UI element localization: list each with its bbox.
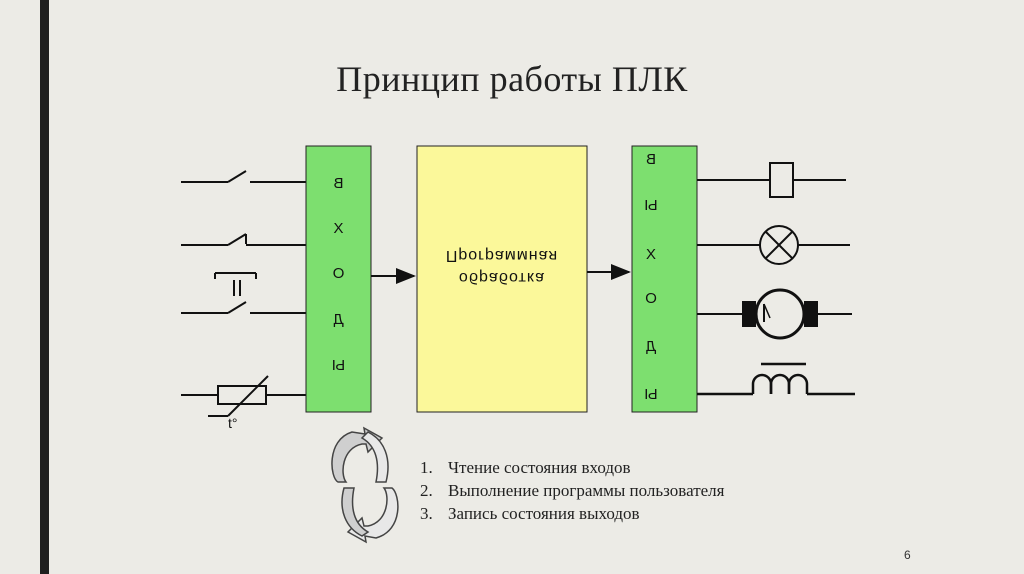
input-thermistor: [181, 375, 306, 417]
output-lamp-icon: [697, 225, 850, 265]
list-item: 3. Запись состояния выходов: [420, 502, 724, 525]
step-text: Запись состояния выходов: [448, 504, 640, 523]
outputs-letter-2: Ы: [644, 197, 657, 214]
program-block-line2: обработка: [458, 269, 546, 286]
slide-title: Принцип работы ПЛК: [336, 59, 688, 99]
step-number: 1.: [420, 458, 433, 477]
left-accent-bar: [40, 0, 49, 574]
step-number: 3.: [420, 504, 433, 523]
step-text: Выполнение программы пользователя: [448, 481, 725, 500]
output-relay-icon: [697, 162, 846, 198]
outputs-block: [631, 145, 698, 413]
input-switch-1: [181, 170, 306, 183]
input-switch-3: [181, 272, 306, 314]
outputs-letter-6: Ы: [644, 386, 657, 403]
input-switch-2: [181, 233, 306, 246]
outputs-letter-3: Х: [646, 246, 656, 263]
cycle-arrows-icon: [331, 426, 399, 544]
step-text: Чтение состояния входов: [448, 458, 631, 477]
outputs-letter-4: О: [645, 290, 657, 307]
program-block-line1: Программная: [445, 247, 559, 264]
inputs-letter-4: Д: [333, 311, 343, 328]
inputs-letter-2: Х: [333, 220, 343, 237]
page-number: 6: [904, 548, 911, 562]
inputs-block: [305, 145, 372, 413]
step-number: 2.: [420, 481, 433, 500]
outputs-letter-1: В: [646, 151, 656, 168]
outputs-letter-5: Д: [646, 338, 656, 355]
cycle-steps-list: 1. Чтение состояния входов 2. Выполнение п…: [420, 456, 724, 525]
list-item: 1. Чтение состояния входов: [420, 456, 724, 479]
program-block-label: Программная обработка: [417, 244, 587, 288]
inputs-letter-3: О: [333, 265, 345, 282]
thermistor-label: t°: [228, 415, 238, 431]
list-item: 2. Выполнение программы пользователя: [420, 479, 724, 502]
inputs-letter-5: Ы: [332, 357, 345, 374]
inputs-letter-1: В: [333, 175, 343, 192]
program-block: [416, 145, 588, 413]
output-motor-icon: [697, 288, 852, 340]
output-inductor-icon: [697, 362, 855, 396]
